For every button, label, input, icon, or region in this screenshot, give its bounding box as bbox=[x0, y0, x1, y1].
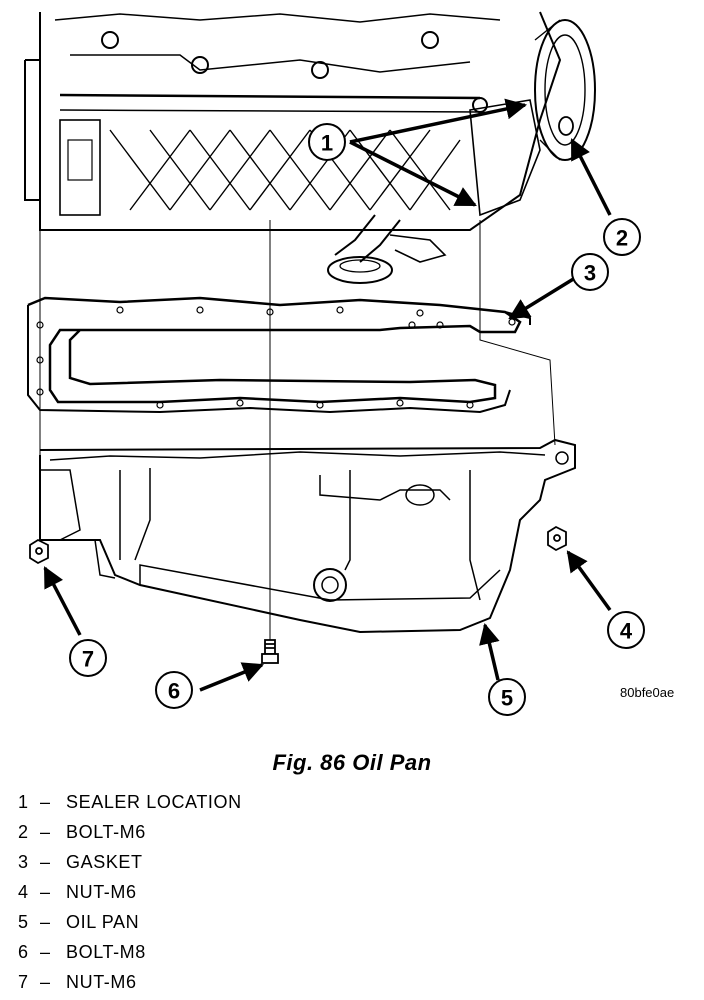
parts-legend: 1–SEALER LOCATION 2–BOLT-M6 3–GASKET 4–N… bbox=[18, 788, 242, 998]
callout-arrow-4 bbox=[566, 550, 612, 612]
legend-dash: – bbox=[40, 822, 51, 842]
callout-label-2: 2 bbox=[616, 226, 628, 251]
callout-arrow-1b bbox=[349, 140, 477, 207]
bolt-rear bbox=[558, 116, 574, 136]
legend-label: NUT-M6 bbox=[66, 882, 137, 902]
legend-label: OIL PAN bbox=[66, 912, 140, 932]
oil-pan-exploded-diagram: 1 2 3 4 5 6 7 80bfe0ae bbox=[24, 11, 674, 716]
bolt-bottom bbox=[261, 639, 279, 664]
legend-dash: – bbox=[40, 972, 51, 992]
alignment-lines bbox=[39, 220, 556, 640]
callout-arrow-2 bbox=[570, 138, 612, 216]
callout-arrow-7 bbox=[43, 566, 82, 636]
legend-label: GASKET bbox=[66, 852, 143, 872]
callout-label-5: 5 bbox=[501, 686, 513, 711]
callout-label-7: 7 bbox=[82, 647, 94, 672]
legend-number: 1 bbox=[18, 792, 29, 812]
callout-circle-7 bbox=[69, 639, 107, 677]
legend-label: NUT-M6 bbox=[66, 972, 137, 992]
callout-circle-2 bbox=[603, 218, 641, 256]
legend-number: 3 bbox=[18, 852, 29, 872]
engine-block bbox=[24, 11, 596, 284]
legend-dash: – bbox=[40, 852, 51, 872]
callout-circle-3 bbox=[571, 253, 609, 291]
legend-label: SEALER LOCATION bbox=[66, 792, 242, 812]
legend-item: 5–OIL PAN bbox=[18, 908, 242, 938]
callout-label-6: 6 bbox=[168, 679, 180, 704]
callout-label-1: 1 bbox=[321, 131, 333, 156]
nut-left bbox=[29, 538, 49, 565]
gasket bbox=[27, 296, 531, 414]
legend-dash: – bbox=[40, 912, 51, 932]
legend-dash: – bbox=[40, 882, 51, 902]
legend-item: 2–BOLT-M6 bbox=[18, 818, 242, 848]
legend-item: 3–GASKET bbox=[18, 848, 242, 878]
callout-arrow-1a bbox=[349, 98, 528, 144]
callout-arrow-5 bbox=[479, 622, 500, 681]
figure-caption: Fig. 86 Oil Pan bbox=[272, 750, 432, 775]
legend-dash: – bbox=[40, 792, 51, 812]
nut-right bbox=[547, 525, 567, 552]
callout-circle-4 bbox=[607, 611, 645, 649]
callout-arrow-6 bbox=[199, 662, 264, 692]
callout-circle-5 bbox=[488, 678, 526, 716]
callout-label-3: 3 bbox=[584, 261, 596, 286]
image-code: 80bfe0ae bbox=[620, 685, 674, 700]
legend-item: 6–BOLT-M8 bbox=[18, 938, 242, 968]
legend-number: 4 bbox=[18, 882, 29, 902]
callouts: 1 2 3 4 5 6 7 bbox=[43, 98, 645, 716]
legend-number: 5 bbox=[18, 912, 29, 932]
legend-label: BOLT-M6 bbox=[66, 822, 146, 842]
legend-label: BOLT-M8 bbox=[66, 942, 146, 962]
fasteners bbox=[29, 116, 574, 664]
callout-circle-1 bbox=[308, 123, 346, 161]
legend-number: 2 bbox=[18, 822, 29, 842]
callout-circle-6 bbox=[155, 671, 193, 709]
callout-arrow-3 bbox=[508, 276, 576, 320]
legend-item: 4–NUT-M6 bbox=[18, 878, 242, 908]
legend-number: 6 bbox=[18, 942, 29, 962]
legend-number: 7 bbox=[18, 972, 29, 992]
legend-item: 7–NUT-M6 bbox=[18, 968, 242, 998]
legend-dash: – bbox=[40, 942, 51, 962]
oil-pan-part bbox=[39, 438, 576, 634]
legend-item: 1–SEALER LOCATION bbox=[18, 788, 242, 818]
callout-label-4: 4 bbox=[620, 619, 633, 644]
